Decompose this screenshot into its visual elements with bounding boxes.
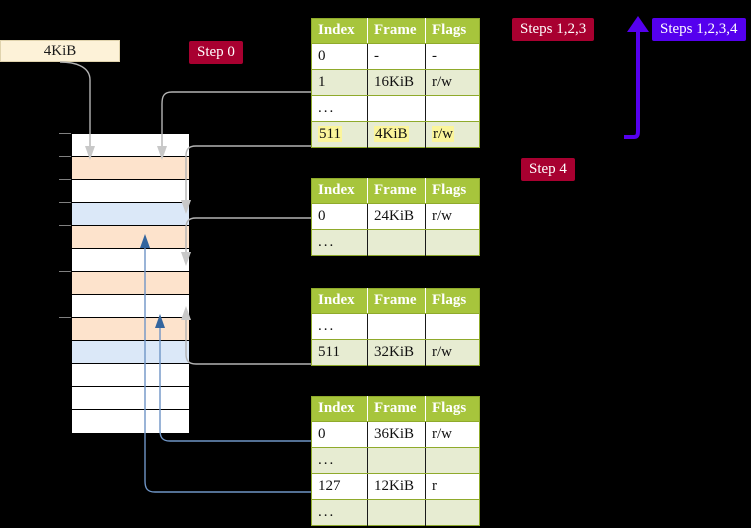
table-row: ... [311, 95, 480, 122]
memory-tick [59, 156, 71, 157]
memory-tick [59, 179, 71, 180]
cell-flags [425, 499, 480, 526]
cell-frame: 24KiB [367, 203, 426, 230]
frame-label-box: 4KiB [0, 40, 120, 62]
memory-frame-row [72, 134, 189, 157]
cell-frame [367, 313, 426, 340]
cell-index: ... [311, 447, 368, 474]
badge-step-4: Step 4 [521, 158, 575, 181]
cell-frame: 36KiB [367, 421, 426, 448]
memory-tick [59, 225, 71, 226]
memory-tick [59, 133, 71, 134]
table-row: ... [311, 499, 480, 526]
column-header-index: Index [311, 396, 368, 422]
cell-index: 511 [311, 339, 368, 366]
column-header-frame: Frame [367, 396, 426, 422]
column-header-index: Index [311, 178, 368, 204]
memory-frame-row [72, 341, 189, 364]
column-header-flags: Flags [425, 288, 480, 314]
column-header-frame: Frame [367, 288, 426, 314]
table-row: ... [311, 229, 480, 256]
column-header-flags: Flags [425, 178, 480, 204]
cell-flags: r [425, 473, 480, 500]
memory-frame-row [72, 272, 189, 295]
badge-step-4-text: Step 4 [529, 161, 567, 177]
cell-index: ... [311, 499, 368, 526]
cell-frame [367, 229, 426, 256]
column-header-index: Index [311, 18, 368, 44]
memory-frame-row [72, 249, 189, 272]
table-row: ... [311, 447, 480, 474]
memory-frame-row [72, 364, 189, 387]
cell-index: ... [311, 313, 368, 340]
cell-flags: r/w [425, 421, 480, 448]
memory-frame-row [72, 387, 189, 410]
column-header-flags: Flags [425, 396, 480, 422]
memory-tick [59, 202, 71, 203]
memory-frame-row [72, 295, 189, 318]
badge-step-0-text: Step 0 [197, 44, 235, 60]
cell-frame: - [367, 43, 426, 70]
badge-steps-1234-text: Steps 1,2,3,4 [660, 21, 738, 37]
badge-steps-123: Steps 1,2,3 [512, 18, 595, 41]
cell-frame [367, 499, 426, 526]
cell-index: 0 [311, 203, 368, 230]
memory-frame-row [72, 203, 189, 226]
cell-flags: - [425, 43, 480, 70]
cell-flags [425, 447, 480, 474]
physical-memory-column [71, 133, 190, 433]
cell-flags [425, 229, 480, 256]
cell-flags: r/w [425, 121, 480, 148]
memory-tick [59, 317, 71, 318]
cell-index: ... [311, 229, 368, 256]
cell-index: 1 [311, 69, 368, 96]
table-row: ... [311, 313, 480, 340]
cell-flags [425, 313, 480, 340]
cell-index: 127 [311, 473, 368, 500]
cell-frame: 12KiB [367, 473, 426, 500]
memory-frame-row [72, 318, 189, 341]
cell-frame [367, 447, 426, 474]
memory-frame-row [72, 180, 189, 203]
badge-steps-123-text: Steps 1,2,3 [520, 21, 587, 37]
cell-frame: 32KiB [367, 339, 426, 366]
cell-frame [367, 95, 426, 122]
memory-frame-row [72, 226, 189, 249]
badge-steps-1234: Steps 1,2,3,4 [652, 18, 746, 41]
frame-label-text: 4KiB [43, 43, 77, 59]
cell-index: ... [311, 95, 368, 122]
memory-tick [59, 271, 71, 272]
cell-index: 511 [311, 121, 368, 148]
cell-flags [425, 95, 480, 122]
memory-frame-row [72, 410, 189, 433]
column-header-frame: Frame [367, 18, 426, 44]
column-header-frame: Frame [367, 178, 426, 204]
column-header-index: Index [311, 288, 368, 314]
cell-index: 0 [311, 43, 368, 70]
cell-flags: r/w [425, 203, 480, 230]
memory-frame-row [72, 157, 189, 180]
badge-step-0: Step 0 [189, 41, 243, 64]
cell-frame: 16KiB [367, 69, 426, 96]
table-row: 0-- [311, 43, 480, 70]
cell-index: 0 [311, 421, 368, 448]
cell-frame: 4KiB [367, 121, 426, 148]
column-header-flags: Flags [425, 18, 480, 44]
cell-flags: r/w [425, 339, 480, 366]
cell-flags: r/w [425, 69, 480, 96]
